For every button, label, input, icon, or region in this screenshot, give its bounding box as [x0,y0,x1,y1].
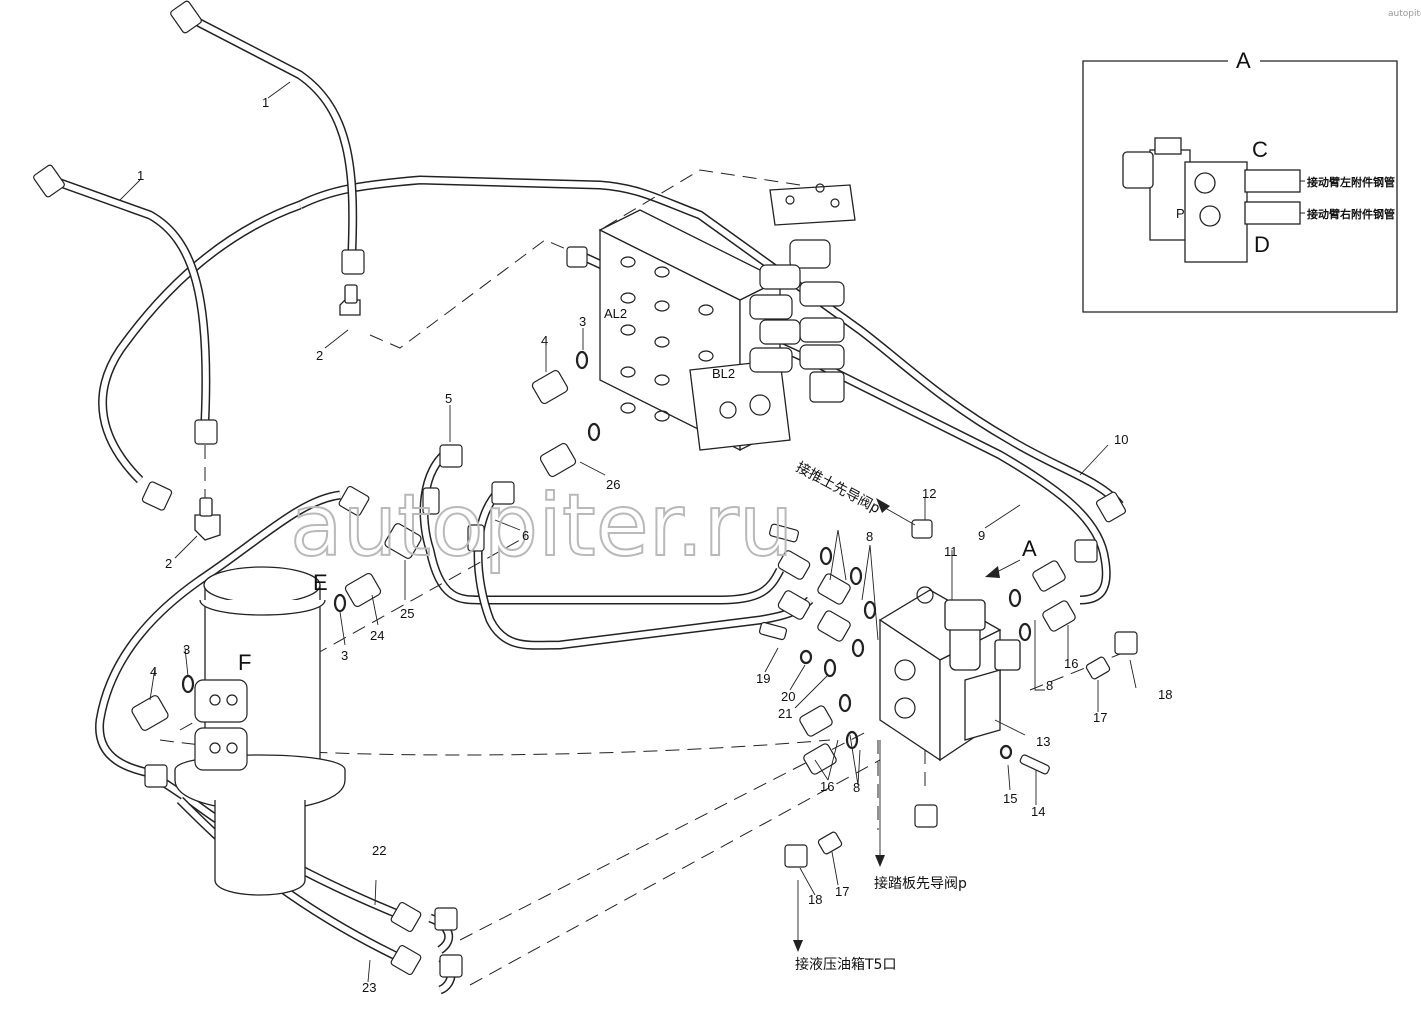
detail-port-d: D [1254,232,1270,257]
leader-lines [119,81,1137,983]
port-label-e: E [313,570,328,595]
callout: 19 [756,671,770,686]
callout: 4 [541,333,548,348]
callout: 6 [522,528,529,543]
port-label-bl2: BL2 [712,366,735,381]
flow-arrows [793,498,1021,952]
main-control-valve [598,183,856,452]
callout: 22 [372,843,386,858]
callout: 12 [922,486,936,501]
callout: 2 [316,348,323,363]
callout: 18 [808,892,822,907]
callout: 24 [370,628,384,643]
callout: 9 [978,528,985,543]
center-lines [159,169,1131,986]
callout: 8 [1046,678,1053,693]
detail-view-a: A C D P 接动臂左附件钢管 接动臂右附件钢管 [1082,48,1398,313]
callout: 15 [1003,791,1017,806]
detail-port-p: P [1176,206,1185,221]
pilot-valve-block [878,586,1021,762]
callout: 14 [1031,804,1045,819]
callout: 5 [445,391,452,406]
detail-note-left: 接动臂左附件钢管 [1307,175,1395,189]
detail-view-title: A [1236,48,1251,73]
center-swivel-joint [174,566,346,896]
port-label-al2: AL2 [604,306,627,321]
callout: 10 [1114,432,1128,447]
note-push-pilot: 接推土先导阀p [793,459,883,518]
callout: 13 [1036,734,1050,749]
callout: 26 [606,477,620,492]
detail-port-c: C [1252,137,1268,162]
note-tank: 接液压油箱T5口 [795,956,896,973]
callout: 17 [1093,710,1107,725]
callout: 18 [1158,687,1172,702]
callout: 8 [853,780,860,795]
view-arrow-label-a: A [1022,536,1037,561]
callout: 1 [137,168,144,183]
callout: 17 [835,884,849,899]
callout: 8 [866,529,873,544]
detail-note-right: 接动臂右附件钢管 [1307,207,1395,221]
corner-watermark: autopiter.ru [1388,9,1421,19]
fittings [33,0,1138,978]
callout: 4 [150,664,157,679]
callout: 1 [262,95,269,110]
callout: 16 [820,779,834,794]
callout: 3 [183,642,190,657]
callout: 3 [579,314,586,329]
watermark: autopiter.ru [290,476,793,576]
callout-numbers: 1 1 2 2 3 3 3 4 4 5 6 8 8 8 9 10 11 12 1… [137,95,1172,995]
callout: 21 [778,706,792,721]
port-label-f: F [238,650,251,675]
callout: 16 [1064,656,1078,671]
callout: 11 [944,544,958,559]
callout: 20 [781,689,795,704]
callout: 23 [362,980,376,995]
note-pedal-pilot: 接踏板先导阀p [874,875,967,892]
callout: 25 [400,606,414,621]
callout: 3 [341,648,348,663]
callout: 2 [165,556,172,571]
